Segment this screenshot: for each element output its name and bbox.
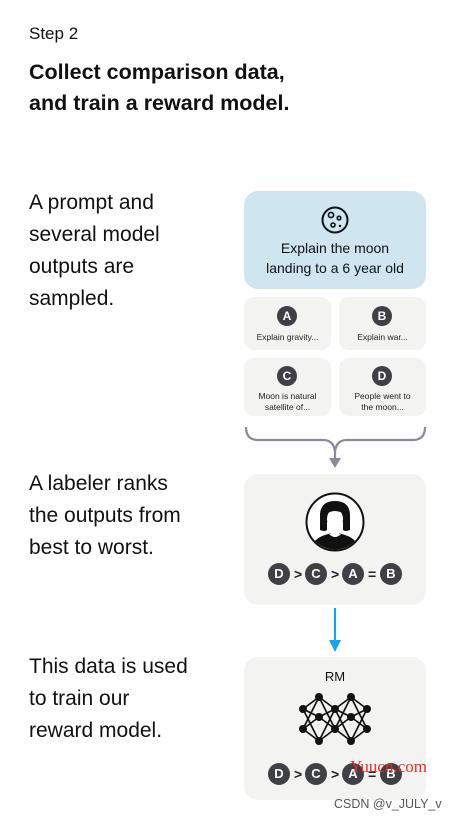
neural-network-icon — [299, 693, 371, 745]
rank-badge-a: A — [342, 763, 364, 785]
prompt-line-2: landing to a 6 year old — [266, 260, 404, 276]
output-line: the moon... — [361, 402, 404, 412]
description-line: A labeler ranks — [29, 472, 168, 495]
description-line: This data is used — [29, 655, 188, 678]
description-line: outputs are — [29, 255, 135, 278]
description-line: to train our — [29, 687, 130, 710]
description-line: A prompt and — [29, 191, 154, 214]
output-card-a: A Explain gravity... — [244, 297, 331, 350]
output-card-c: C Moon is natural satellite of... — [244, 358, 331, 416]
output-line: Explain war... — [357, 332, 408, 342]
description-line: sampled. — [29, 287, 115, 310]
output-badge-c: C — [277, 366, 297, 386]
output-text-c: Moon is natural satellite of... — [244, 391, 331, 413]
description-line: the outputs from — [29, 504, 181, 527]
labeler-card: D > C > A = B — [244, 474, 426, 605]
description-line: several model — [29, 223, 160, 246]
rank-badge-d: D — [268, 763, 290, 785]
output-card-b: B Explain war... — [339, 297, 426, 350]
page-title: Collect comparison data, and train a rew… — [29, 57, 429, 119]
title-line-2: and train a reward model. — [29, 91, 290, 115]
rm-ranking-row: D > C > A = B — [244, 763, 426, 787]
rank-badge-b: B — [380, 563, 402, 585]
output-card-d: D People went to the moon... — [339, 358, 426, 416]
moon-icon — [321, 206, 349, 234]
output-line: People went to — [354, 391, 411, 401]
description-line: reward model. — [29, 719, 163, 742]
prompt-line-1: Explain the moon — [280, 240, 390, 256]
rank-operator: > — [294, 566, 303, 582]
step-label: Step 2 — [29, 24, 79, 43]
output-line: Moon is natural — [258, 391, 317, 401]
output-badge-d: D — [372, 366, 392, 386]
rank-badge-c: C — [305, 763, 327, 785]
output-text-b: Explain war... — [339, 332, 426, 343]
output-text-a: Explain gravity... — [244, 332, 331, 343]
prompt-text: Explain the moon landing to a 6 year old — [244, 238, 426, 278]
prompt-card: Explain the moon landing to a 6 year old — [244, 191, 426, 289]
rank-badge-a: A — [342, 563, 364, 585]
rank-operator: = — [368, 566, 377, 582]
rank-operator: > — [294, 766, 303, 782]
csdn-watermark: CSDN @v_JULY_v — [334, 797, 442, 811]
output-line: Explain gravity... — [256, 332, 319, 342]
output-badge-b: B — [372, 306, 392, 326]
rank-badge-c: C — [305, 563, 327, 585]
rank-operator: = — [368, 766, 377, 782]
section-2-description: A labeler ranks the outputs from best to… — [29, 468, 229, 564]
rank-operator: > — [331, 766, 340, 782]
output-badge-a: A — [277, 306, 297, 326]
description-line: best to worst. — [29, 536, 154, 559]
section-3-description: This data is used to train our reward mo… — [29, 651, 229, 747]
rank-badge-d: D — [268, 563, 290, 585]
site-watermark: Yuucn.com — [350, 757, 427, 776]
output-text-d: People went to the moon... — [339, 391, 426, 413]
rm-label: RM — [324, 669, 346, 684]
section-1-description: A prompt and several model outputs are s… — [29, 187, 229, 315]
labeler-avatar-icon — [305, 492, 365, 552]
ranking-row: D > C > A = B — [244, 563, 426, 587]
rank-badge-b: B — [380, 763, 402, 785]
title-line-1: Collect comparison data, — [29, 60, 285, 84]
output-line: satellite of... — [264, 402, 311, 412]
reward-model-card: RM D > C > A = B — [244, 657, 426, 800]
rank-operator: > — [331, 566, 340, 582]
